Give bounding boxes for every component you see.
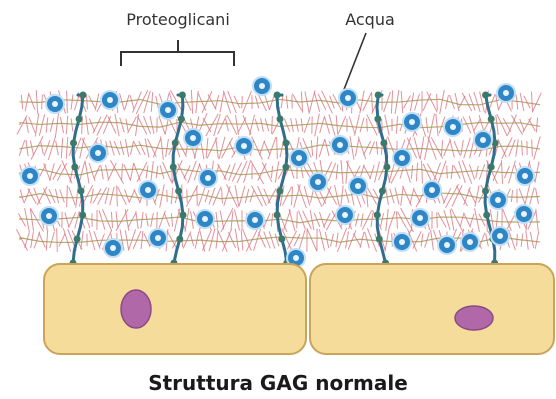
water-molecule-icon [489, 191, 507, 209]
label-proteoglycans: Proteoglicani [126, 10, 230, 29]
water-molecule-icon [516, 167, 534, 185]
water-molecule-icon [199, 169, 217, 187]
water-molecule-icon [184, 129, 202, 147]
water-molecule-icon [46, 95, 64, 113]
water-molecule-icon [491, 227, 509, 245]
water-molecule-icon [336, 206, 354, 224]
water-molecule-icon [159, 101, 177, 119]
water-molecule-icon [246, 211, 264, 229]
water-molecule-icon [235, 137, 253, 155]
cell-right-body [310, 264, 554, 354]
cell-left-body [44, 264, 306, 354]
water-molecule-icon [393, 233, 411, 251]
water-molecule-icon [104, 239, 122, 257]
water-molecule-icon [393, 149, 411, 167]
diagram-caption: Struttura GAG normale [148, 371, 408, 395]
water-leader-line [343, 33, 366, 92]
water-molecule-icon [101, 91, 119, 109]
water-molecule-icon [474, 131, 492, 149]
fiber-band [20, 160, 540, 184]
water-molecule-icon [411, 209, 429, 227]
water-molecule-icon [196, 210, 214, 228]
water-molecule-icon [349, 177, 367, 195]
water-molecule-icon [331, 136, 349, 154]
nucleus-icon [455, 306, 493, 330]
water-molecule-icon [290, 149, 308, 167]
water-molecule-icon [339, 89, 357, 107]
water-molecule-icon [40, 207, 58, 225]
water-molecule-icon [139, 181, 157, 199]
water-molecule-icon [461, 233, 479, 251]
water-molecule-icon [423, 181, 441, 199]
water-molecule-icon [89, 144, 107, 162]
water-molecule-icon [444, 118, 462, 136]
water-molecule-icon [309, 173, 327, 191]
water-molecule-icon [149, 229, 167, 247]
proteoglycan-strand-icon [374, 92, 391, 267]
water-molecule-icon [438, 236, 456, 254]
water-molecule-icon [253, 77, 271, 95]
water-molecule-icon [497, 84, 515, 102]
cell-left [44, 264, 306, 354]
water-molecule-icon [21, 167, 39, 185]
cell-right [310, 264, 554, 354]
proteoglycans-bracket [121, 40, 234, 66]
water-molecule-icon [403, 113, 421, 131]
water-molecule-icon [515, 205, 533, 223]
nucleus-icon [121, 290, 151, 328]
label-water: Acqua [345, 10, 395, 29]
